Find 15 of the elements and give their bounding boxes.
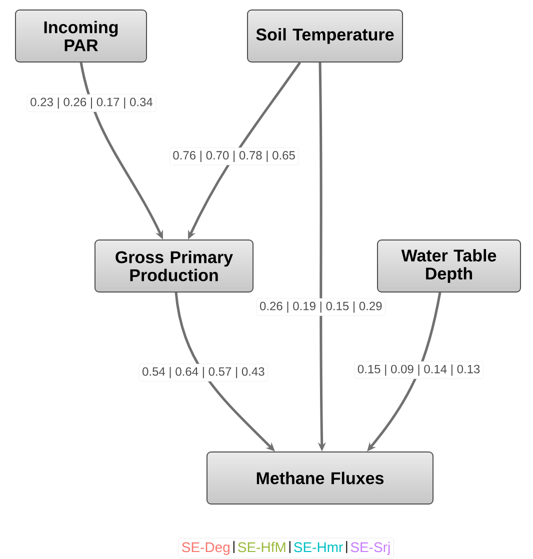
legend-label: SE-Srj <box>350 542 390 555</box>
legend-label: SE-HfM <box>238 542 286 552</box>
edge-label: 0.15 | 0.09 | 0.14 | 0.13 <box>354 361 484 379</box>
legend: SE-Deg SE-HfM SE-Hmr SE-Srj <box>178 538 394 558</box>
edge-label: 0.26 | 0.19 | 0.15 | 0.29 <box>256 298 386 316</box>
process-box: Water Table Depth <box>377 240 521 292</box>
process-box: Soil Temperature <box>247 10 403 62</box>
process-box: Incoming PAR <box>15 10 147 62</box>
legend-label: SE-Deg <box>182 542 230 555</box>
edge-label: 0.54 | 0.64 | 0.57 | 0.43 <box>138 364 268 382</box>
process-box: Gross Primary Production <box>94 240 254 292</box>
legend-label: SE-Hmr <box>294 542 343 552</box>
edge-label: 0.23 | 0.26 | 0.17 | 0.34 <box>26 94 156 112</box>
edge-label: 0.76 | 0.70 | 0.78 | 0.65 <box>169 148 299 166</box>
process-box: Methane Fluxes <box>206 452 434 504</box>
